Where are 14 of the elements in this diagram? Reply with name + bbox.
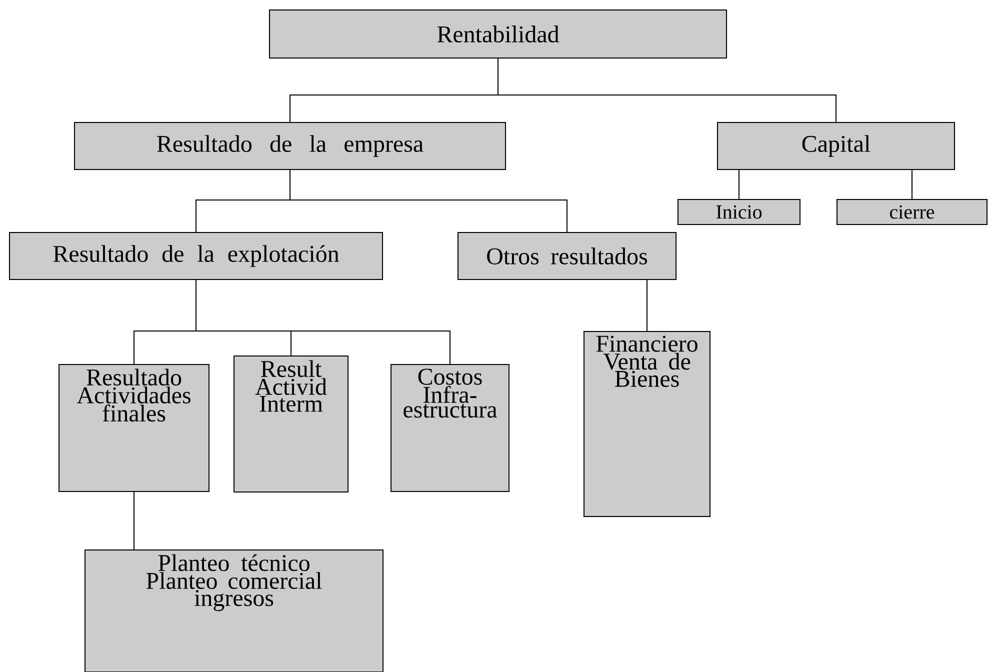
- box: Inicio: [678, 199, 800, 225]
- connector-line: [646, 279, 648, 332]
- box: Rentabilidad: [269, 10, 727, 58]
- connector-line: [738, 169, 740, 200]
- box: Financiero Venta de Bienes: [584, 331, 710, 517]
- box: Planteo técnico Planteo comercial ingresos: [84, 550, 384, 672]
- box: Resultado Actividades finales: [58, 364, 210, 492]
- box: Costos Infra- estructura: [390, 364, 510, 492]
- box: cierre: [836, 199, 988, 225]
- box: Resultado de la explotación: [9, 232, 383, 280]
- box: Resultado de la empresa: [74, 122, 506, 170]
- box: Result Activid Interm: [234, 356, 348, 492]
- box: Otros resultados: [458, 232, 676, 280]
- box: Capital: [717, 122, 955, 170]
